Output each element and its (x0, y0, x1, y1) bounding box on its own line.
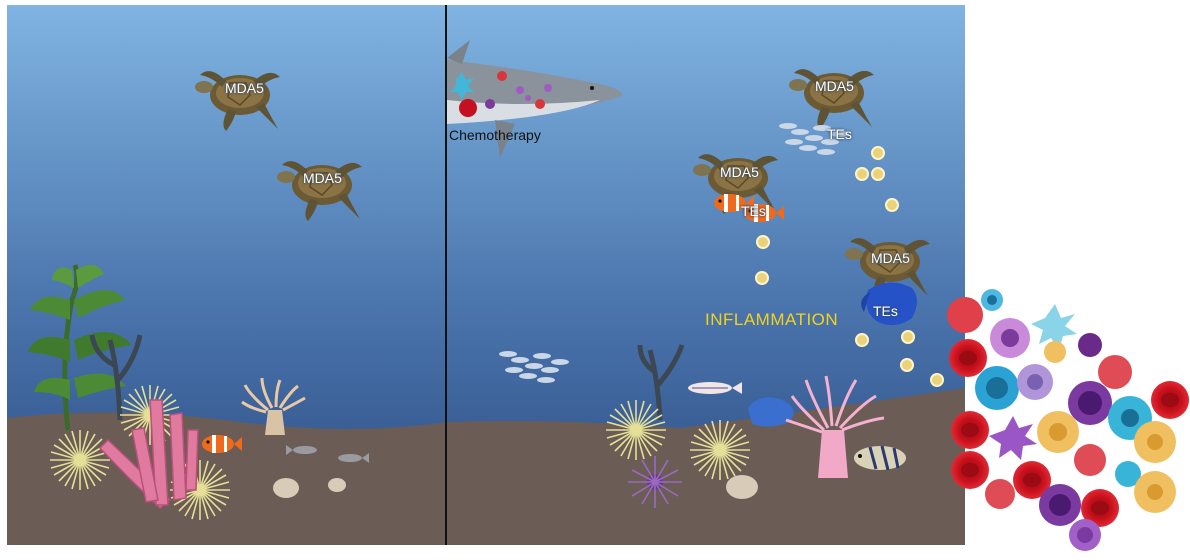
inflammation-label: INFLAMMATION (705, 310, 838, 330)
immune-cell-cluster (947, 289, 1189, 551)
yellow-urchin-right-2 (690, 420, 750, 480)
striped-fish (854, 446, 906, 470)
tes-label-2: TEs (741, 203, 766, 219)
mda5-label-right-2: MDA5 (720, 164, 759, 180)
chemotherapy-label: Chemotherapy (449, 127, 541, 143)
shell-right (726, 475, 758, 499)
tes-label-1: TEs (827, 126, 852, 142)
yellow-urchin-right-1 (606, 400, 666, 460)
mda5-label-left-2: MDA5 (303, 170, 342, 186)
mda5-label-right-3: MDA5 (871, 250, 910, 266)
mda5-label-left-1: MDA5 (225, 80, 264, 96)
mda5-label-right-1: MDA5 (815, 78, 854, 94)
yellow-urchin-1 (50, 430, 110, 490)
tes-label-3: TEs (873, 303, 898, 319)
